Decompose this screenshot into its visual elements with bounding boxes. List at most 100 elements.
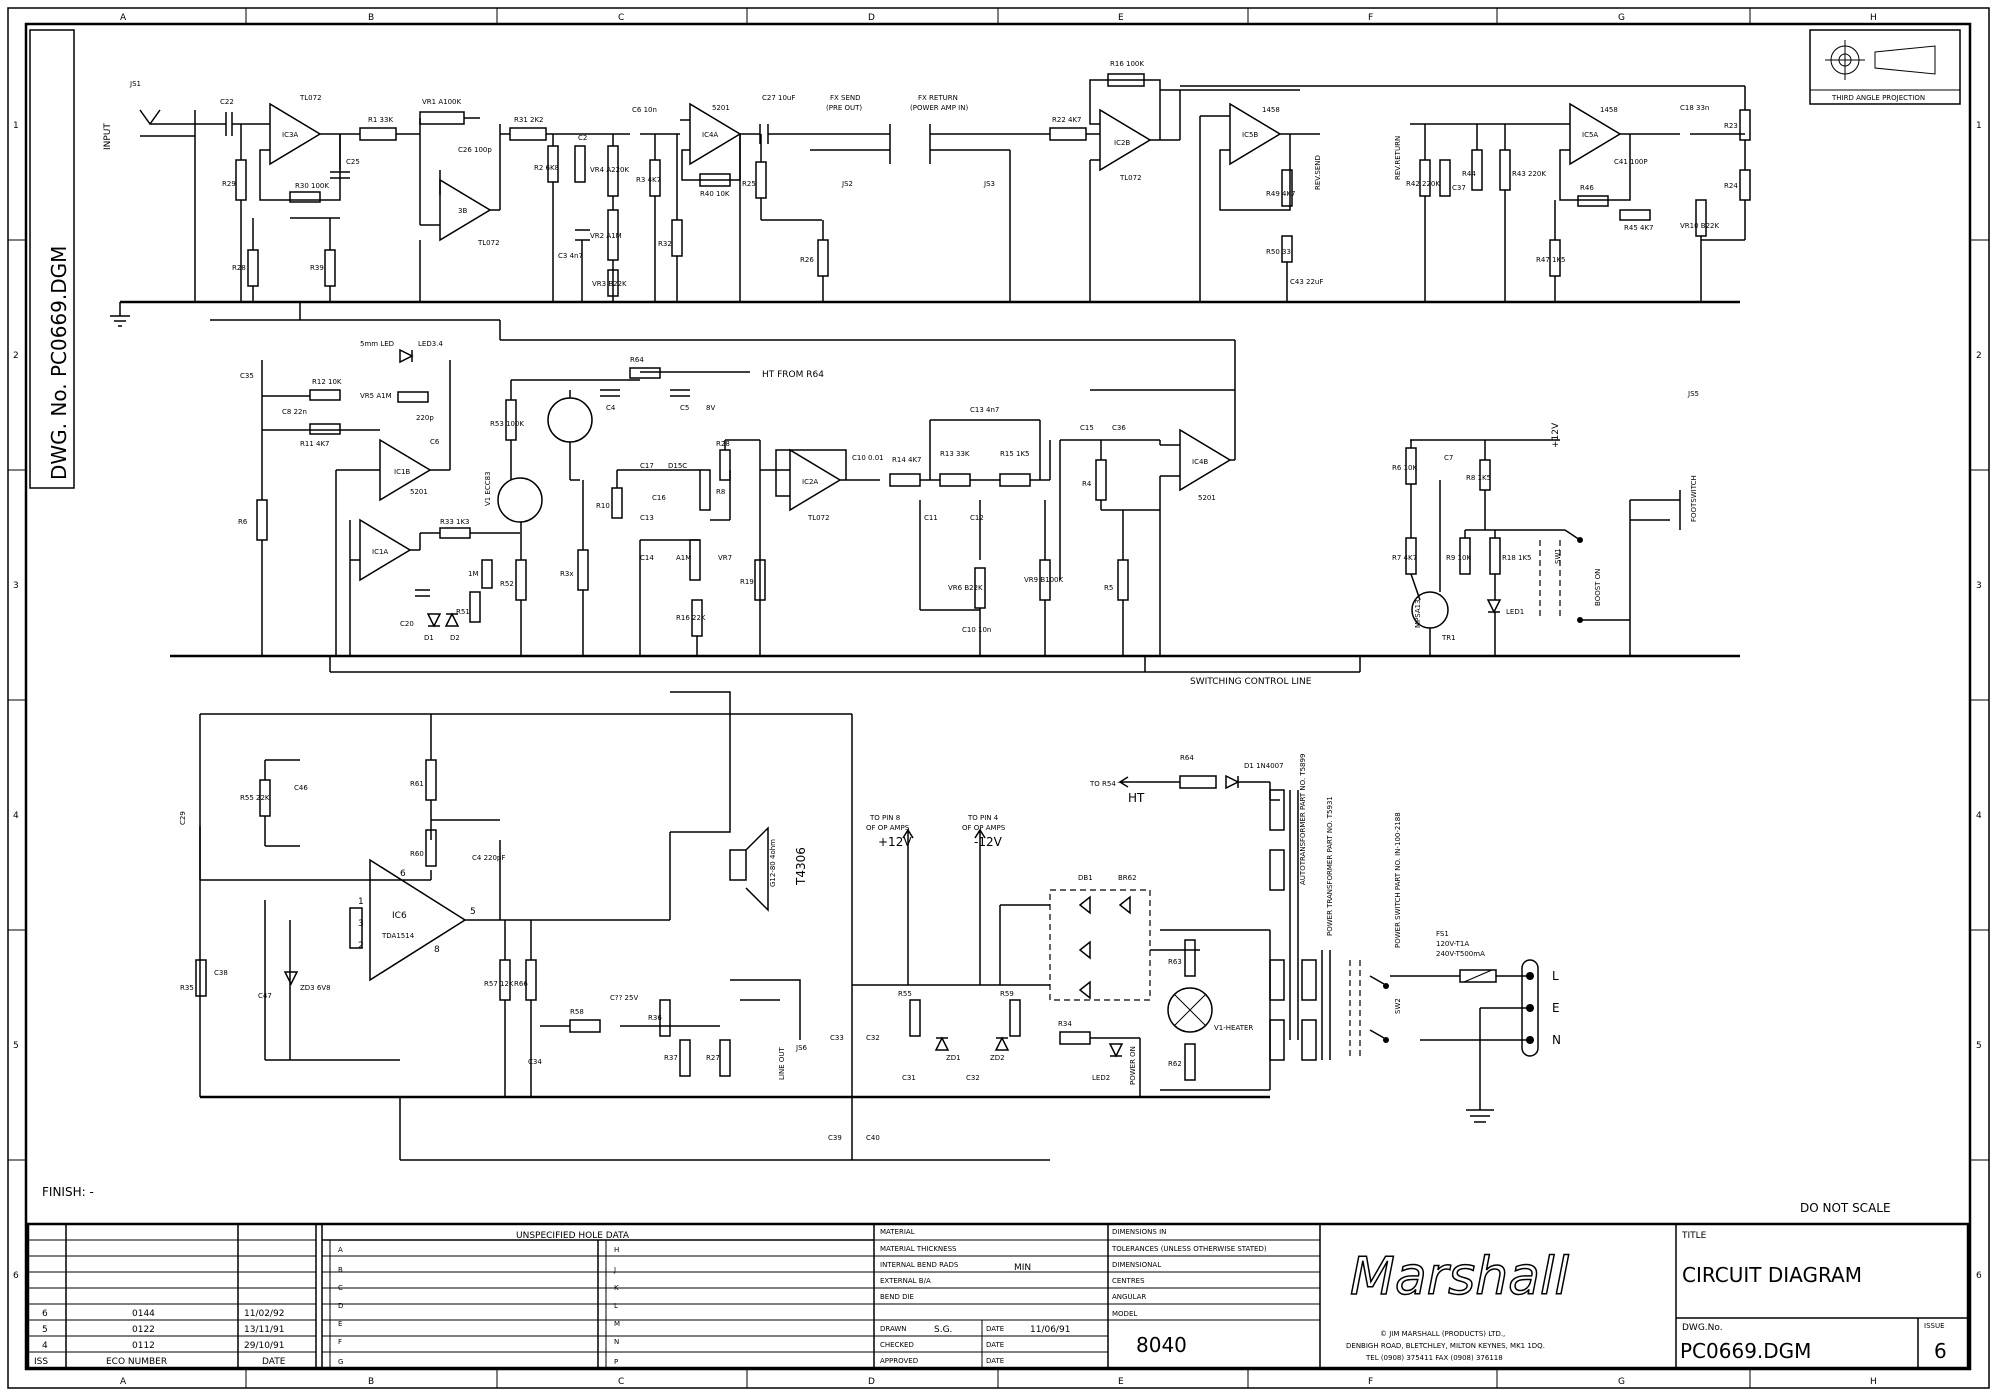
svg-text:C: C	[618, 1377, 624, 1387]
svg-text:N: N	[614, 1338, 619, 1346]
svg-text:IC1A: IC1A	[372, 548, 388, 556]
svg-text:C46: C46	[294, 784, 308, 792]
svg-text:R1 33K: R1 33K	[368, 116, 393, 124]
svg-text:CHECKED: CHECKED	[880, 1341, 914, 1349]
svg-text:E: E	[1118, 1377, 1124, 1387]
svg-text:R58: R58	[570, 1008, 584, 1016]
svg-text:TOLERANCES (UNLESS OTHERWISE S: TOLERANCES (UNLESS OTHERWISE STATED)	[1111, 1245, 1267, 1253]
svg-text:C22: C22	[220, 98, 234, 106]
svg-text:REV.SEND: REV.SEND	[1314, 155, 1322, 190]
svg-text:SW1: SW1	[1554, 548, 1562, 564]
gain-stage: C35 R6 R12 10K R11 4K7 C8 22n 5mm LED LE…	[170, 302, 1740, 687]
svg-text:R26: R26	[800, 256, 814, 264]
svg-text:240V-T500mA: 240V-T500mA	[1436, 950, 1485, 958]
svg-text:8: 8	[434, 945, 440, 955]
svg-text:TO PIN 8: TO PIN 8	[869, 814, 900, 822]
svg-text:DIMENSIONAL: DIMENSIONAL	[1112, 1261, 1161, 1269]
svg-text:FOOTSWITCH: FOOTSWITCH	[1690, 475, 1698, 522]
svg-text:INTERNAL BEND RADS: INTERNAL BEND RADS	[880, 1261, 959, 1269]
svg-text:R42 220K: R42 220K	[1406, 180, 1440, 188]
svg-text:C40: C40	[866, 1134, 880, 1142]
svg-text:11/06/91: 11/06/91	[1030, 1325, 1070, 1335]
svg-text:DWG. No. PC0669.DGM: DWG. No. PC0669.DGM	[47, 246, 71, 480]
svg-text:R6 10K: R6 10K	[1392, 464, 1417, 472]
power-amp-stage: C29 R55 22K C46 R35 C38 C47 ZD3 6V8 IC6 …	[179, 691, 1561, 1161]
svg-text:4: 4	[1976, 811, 1982, 821]
svg-text:C13 4n7: C13 4n7	[970, 406, 999, 414]
svg-text:REV.RETURN: REV.RETURN	[1394, 136, 1402, 180]
svg-text:C43 22uF: C43 22uF	[1290, 278, 1323, 286]
material-labels: MATERIAL MATERIAL THICKNESS INTERNAL BEN…	[880, 1228, 1004, 1365]
svg-text:13/11/91: 13/11/91	[244, 1325, 284, 1335]
svg-text:R64: R64	[630, 356, 644, 364]
svg-text:H: H	[1870, 1377, 1877, 1387]
svg-text:VR7: VR7	[718, 554, 732, 562]
svg-text:IC6: IC6	[392, 911, 407, 921]
op-amp-ic4a	[689, 102, 742, 166]
issue-number: 6	[1934, 1339, 1947, 1363]
svg-text:A1M: A1M	[676, 554, 691, 562]
grid-col-f: F	[1368, 13, 1373, 23]
svg-text:(PRE OUT): (PRE OUT)	[826, 104, 862, 112]
svg-text:R30 100K: R30 100K	[295, 182, 329, 190]
svg-text:IC5A: IC5A	[1582, 131, 1598, 139]
svg-text:6: 6	[42, 1309, 48, 1319]
svg-text:MIN: MIN	[1014, 1263, 1031, 1273]
svg-text:4: 4	[13, 811, 19, 821]
op-amp-ic3a	[269, 102, 322, 166]
svg-text:ANGULAR: ANGULAR	[1112, 1293, 1146, 1301]
svg-text:V1-HEATER: V1-HEATER	[1214, 1024, 1253, 1032]
svg-text:L: L	[614, 1302, 618, 1310]
svg-text:C7: C7	[1444, 454, 1453, 462]
svg-text:DATE: DATE	[986, 1341, 1004, 1349]
svg-text:5: 5	[1976, 1041, 1982, 1051]
svg-text:DB1: DB1	[1078, 874, 1093, 882]
svg-text:8V: 8V	[706, 404, 715, 412]
svg-text:-12V: -12V	[974, 835, 1003, 849]
svg-text:C3 4n7: C3 4n7	[558, 252, 583, 260]
svg-text:C14: C14	[640, 554, 654, 562]
svg-text:R8 1K5: R8 1K5	[1466, 474, 1491, 482]
svg-text:DATE: DATE	[986, 1357, 1004, 1365]
svg-text:TDA1514: TDA1514	[381, 932, 415, 940]
svg-text:VR10 B22K: VR10 B22K	[1680, 222, 1719, 230]
svg-text:C8 22n: C8 22n	[282, 408, 307, 416]
svg-text:C26 100p: C26 100p	[458, 146, 492, 154]
svg-text:5201: 5201	[712, 104, 730, 112]
svg-text:11/02/92: 11/02/92	[244, 1309, 284, 1319]
svg-text:IC3A: IC3A	[282, 131, 298, 139]
svg-text:(POWER AMP IN): (POWER AMP IN)	[910, 104, 968, 112]
hole-letters: A B C D E F G H J K L M N P	[338, 1246, 620, 1366]
svg-text:TR1: TR1	[1441, 634, 1456, 642]
svg-text:D1 1N4007: D1 1N4007	[1244, 762, 1284, 770]
grid-col-a: A	[120, 13, 127, 23]
svg-text:D1: D1	[424, 634, 434, 642]
grid-col-c: C	[618, 13, 624, 23]
svg-text:R23: R23	[1724, 122, 1738, 130]
svg-text:TL072: TL072	[1119, 174, 1142, 182]
op-amp-ic5a	[1569, 102, 1622, 166]
op-amp-ic4b	[1179, 428, 1232, 492]
svg-text:IC4A: IC4A	[702, 131, 718, 139]
svg-text:C11: C11	[924, 514, 938, 522]
svg-text:R39: R39	[310, 264, 324, 272]
svg-text:5201: 5201	[1198, 494, 1216, 502]
title-block: 6 0144 11/02/92 5 0122 13/11/91 4 0112 2…	[26, 1222, 1970, 1370]
svg-text:B: B	[338, 1266, 343, 1274]
svg-text:R25: R25	[742, 180, 756, 188]
svg-text:R62: R62	[1168, 1060, 1182, 1068]
svg-text:TO PIN 4: TO PIN 4	[967, 814, 999, 822]
svg-text:5: 5	[42, 1325, 48, 1335]
svg-text:5: 5	[13, 1041, 19, 1051]
svg-text:B: B	[368, 1377, 374, 1387]
svg-text:BEND DIE: BEND DIE	[880, 1293, 914, 1301]
valve-v1-section-b	[547, 397, 593, 443]
svg-text:INPUT: INPUT	[103, 123, 113, 150]
drawing-number: PC0669.DGM	[1680, 1339, 1811, 1363]
svg-text:6: 6	[1976, 1271, 1982, 1281]
svg-text:C38: C38	[214, 969, 228, 977]
svg-text:R51: R51	[456, 608, 470, 616]
svg-text:R24: R24	[1724, 182, 1738, 190]
svg-text:3: 3	[1976, 581, 1982, 591]
svg-text:C10 0.01: C10 0.01	[852, 454, 884, 462]
